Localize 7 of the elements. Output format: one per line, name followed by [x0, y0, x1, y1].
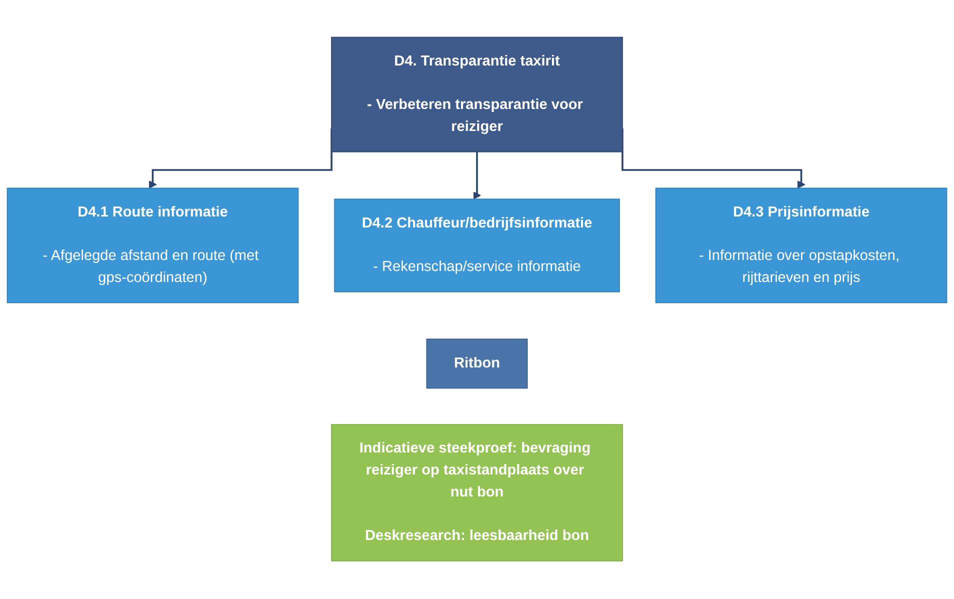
- arrow: [473, 152, 481, 200]
- node-box: D4.3 Prijsinformatie - Informatie over opstapkosten, rijttarieven en prijs: [655, 188, 948, 304]
- node-box: Ritbon: [426, 339, 528, 390]
- node-box: D4. Transparantie taxirit - Verbeteren transparantie voor reiziger: [331, 37, 623, 153]
- node-box: D4.2 Chauffeur/bedrijfsinformatie - Rekenschap/service informatie: [334, 199, 620, 293]
- node-box: Indicatieve steekproef: bevraging reiziger op taxistandplaats over nut bon Deskresearch: leesbaarheid bon: [331, 424, 623, 562]
- node-box: D4.1 Route informatie - Afgelegde afstand en route (met gps-coördinaten): [6, 188, 299, 304]
